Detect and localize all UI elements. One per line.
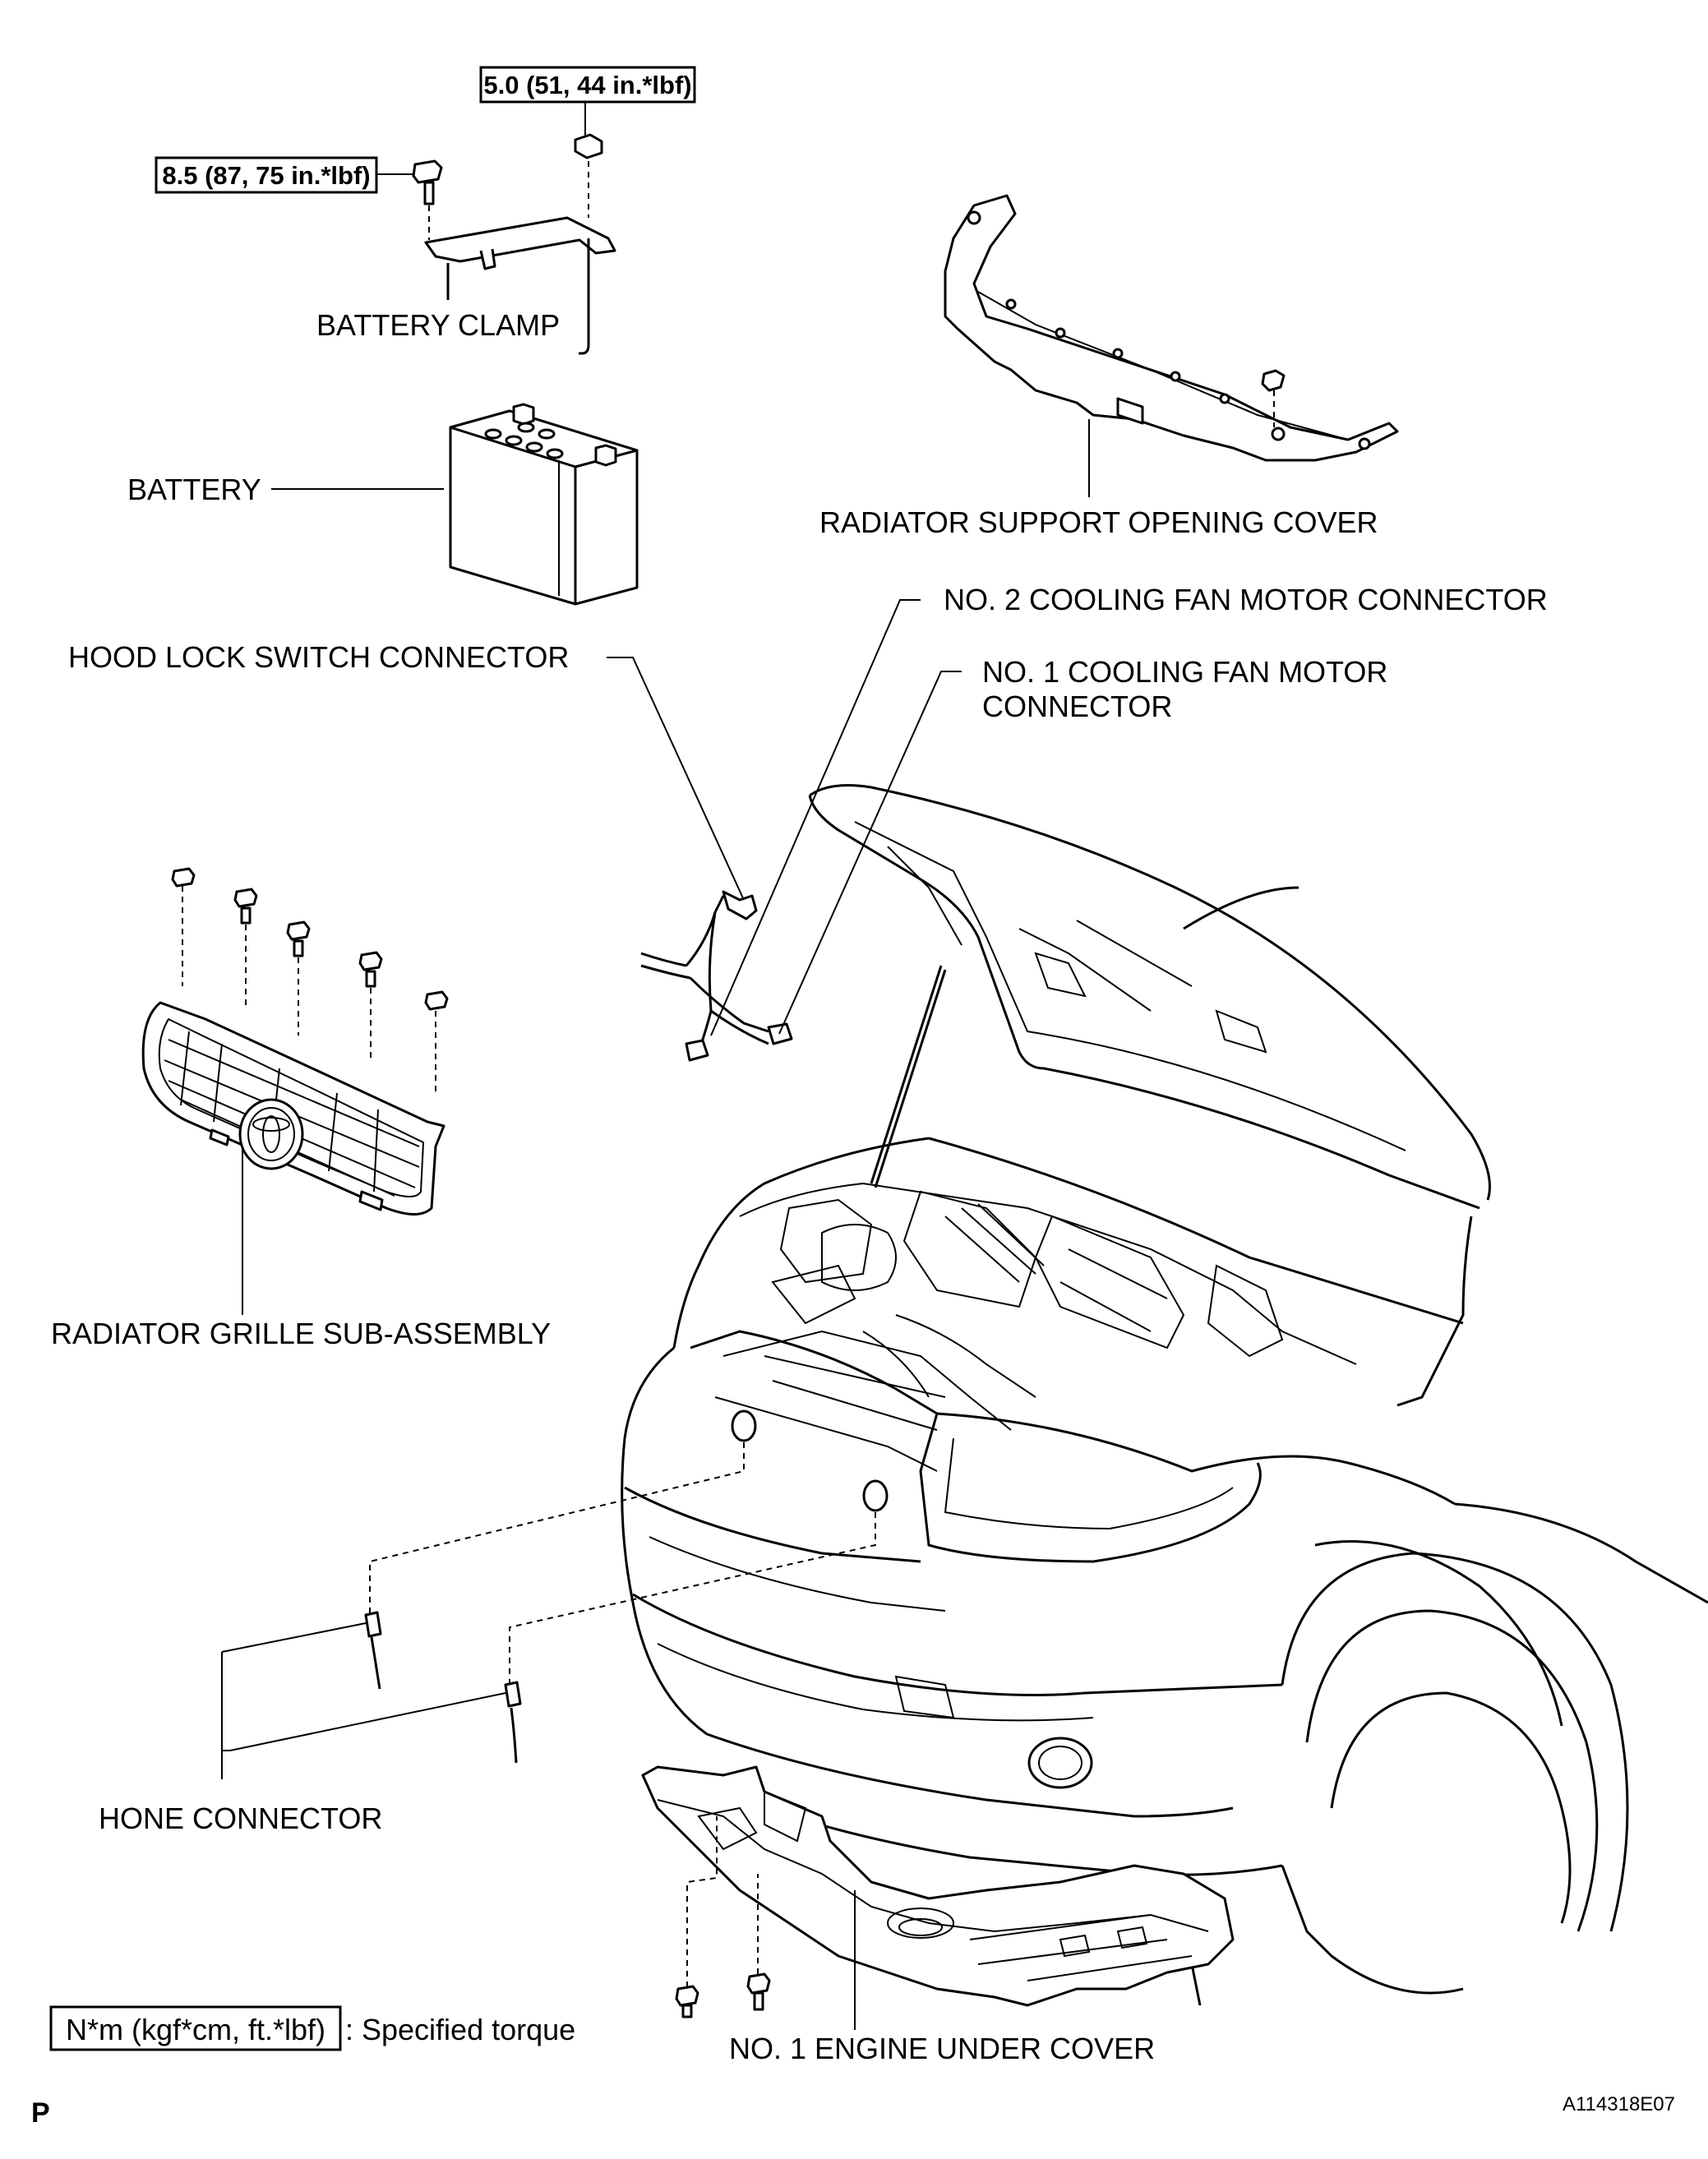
battery-clamp-drawing bbox=[412, 133, 616, 355]
no1-engine-under-cover-drawing bbox=[641, 1765, 1235, 2030]
no1-cooling-fan-motor-connector-label-line1: NO. 1 COOLING FAN MOTOR bbox=[982, 655, 1387, 689]
no1-engine-under-cover-label: NO. 1 ENGINE UNDER COVER bbox=[729, 2032, 1155, 2065]
radiator-support-opening-cover-drawing bbox=[944, 194, 1399, 497]
torque-unit-description: : Specified torque bbox=[345, 2013, 575, 2046]
radiator-support-opening-cover-label: RADIATOR SUPPORT OPENING COVER bbox=[819, 505, 1378, 539]
torque-spec-battery-clamp-bolt: 8.5 (87, 75 in.*lbf) bbox=[155, 156, 415, 194]
page-marker: P bbox=[31, 2097, 50, 2129]
hood-lock-switch-connector-label: HOOD LOCK SWITCH CONNECTOR bbox=[68, 640, 569, 674]
battery-clamp-label: BATTERY CLAMP bbox=[316, 308, 560, 342]
connector-harness-drawing bbox=[607, 599, 962, 1062]
hone-connector-drawing bbox=[221, 1442, 876, 1779]
radiator-grille-sub-assembly-label: RADIATOR GRILLE SUB-ASSEMBLY bbox=[51, 1317, 551, 1350]
torque-spec-nut-text: 5.0 (51, 44 in.*lbf) bbox=[483, 71, 691, 99]
battery-label: BATTERY bbox=[127, 473, 261, 506]
torque-legend: N*m (kgf*cm, ft.*lbf) : Specified torque bbox=[49, 2005, 575, 2051]
radiator-grille-drawing bbox=[141, 867, 449, 1315]
no1-cooling-fan-motor-connector-label-line2: CONNECTOR bbox=[982, 690, 1172, 723]
no2-cooling-fan-motor-connector-label: NO. 2 COOLING FAN MOTOR CONNECTOR bbox=[944, 583, 1548, 616]
figure-id: A114318E07 bbox=[1563, 2093, 1675, 2115]
torque-spec-battery-clamp-nut: 5.0 (51, 44 in.*lbf) bbox=[479, 66, 696, 138]
torque-spec-bolt-text: 8.5 (87, 75 in.*lbf) bbox=[162, 161, 370, 190]
battery-drawing bbox=[271, 403, 639, 606]
vehicle-front-drawing bbox=[621, 784, 1708, 2006]
torque-unit-box-text: N*m (kgf*cm, ft.*lbf) bbox=[66, 2013, 325, 2046]
hone-connector-label: HONE CONNECTOR bbox=[99, 1801, 382, 1835]
